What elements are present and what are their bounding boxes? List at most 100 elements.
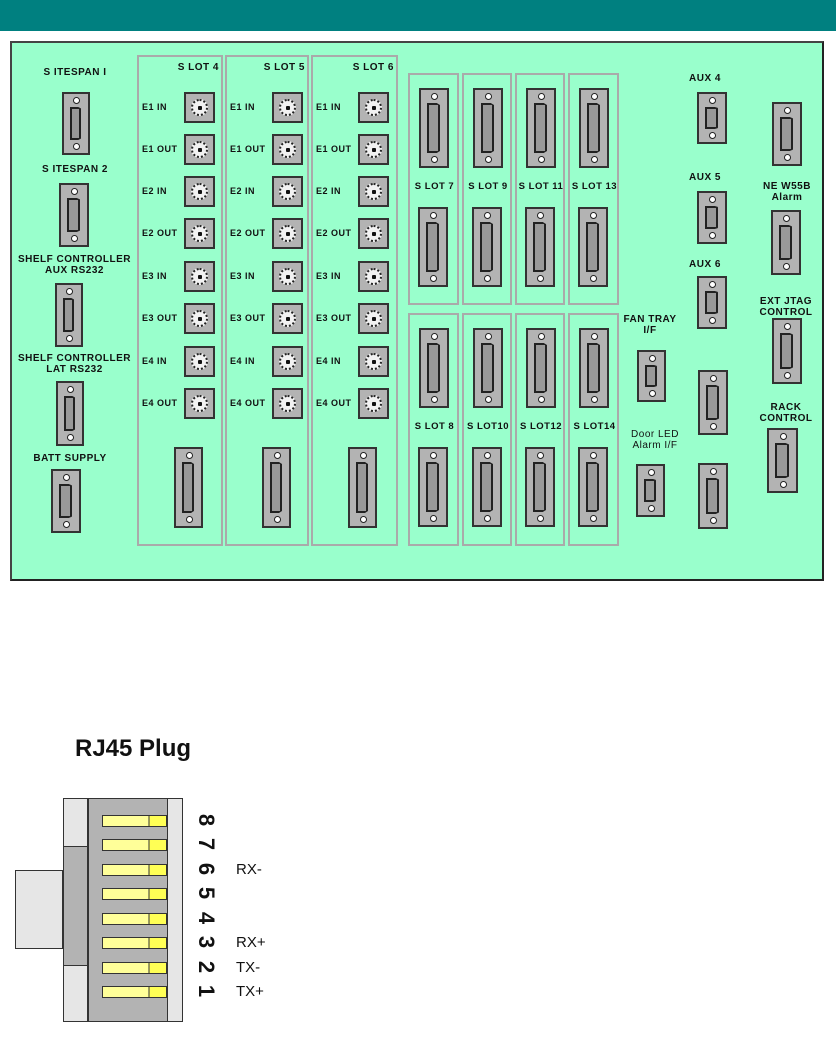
port-label: E4 IN [316,356,342,366]
dsub-connector[interactable] [579,88,609,168]
port-label: E4 OUT [230,398,266,408]
dsub-connector[interactable] [473,328,503,408]
coax-connector[interactable] [358,303,389,334]
dsub-connector[interactable] [418,207,448,287]
coax-connector[interactable] [184,346,215,377]
connector-sitespan2[interactable] [59,183,89,247]
rj45-pin-signal: RX- [236,861,262,878]
dsub-connector[interactable] [262,447,291,528]
coax-ring [191,99,208,116]
dsub-connector[interactable] [526,88,556,168]
connector-batt-supply[interactable] [51,469,81,533]
slot-label: S LOT10 [466,421,510,432]
rj45-title: RJ45 Plug [75,735,192,762]
coax-connector[interactable] [358,261,389,292]
connector-fan-tray[interactable] [637,350,666,402]
label-shelf-lat-line1: SHELF CONTROLLER [18,353,131,364]
coax-connector[interactable] [184,134,215,165]
coax-connector[interactable] [272,388,303,419]
slot-column [408,73,459,305]
coax-ring [365,395,382,412]
rj45-pin-number: 8 [194,813,219,827]
coax-connector[interactable] [272,176,303,207]
coax-connector[interactable] [272,218,303,249]
dsub-connector[interactable] [579,328,609,408]
connector-sitespan1[interactable] [62,92,90,155]
connector-ne-w55b-alarm[interactable] [771,210,801,275]
label-aux6: AUX 6 [689,259,721,270]
coax-connector[interactable] [358,92,389,123]
connector-aux5[interactable] [697,191,727,244]
dsub-connector[interactable] [525,447,555,527]
coax-connector[interactable] [184,303,215,334]
rj45-pin-contact [102,839,167,851]
dsub-connector[interactable] [419,88,449,168]
coax-connector[interactable] [272,346,303,377]
dsub-connector[interactable] [418,447,448,527]
coax-ring [279,395,296,412]
rj45-pin-number: 2 [194,960,219,974]
coax-connector[interactable] [184,218,215,249]
dsub-connector[interactable] [419,328,449,408]
connector-ext-jtag[interactable] [772,318,802,384]
dsub-connector[interactable] [578,447,608,527]
slot-label: S LOT 9 [468,181,508,192]
port-label: E3 OUT [230,313,266,323]
coax-connector[interactable] [272,134,303,165]
label-aux4: AUX 4 [689,73,721,84]
label-fan-tray-line2: I/F [643,325,657,336]
label-ne-w55b-line1: NE W55B [763,181,811,192]
connector-aux6[interactable] [697,276,727,329]
port-label: E1 IN [316,102,342,112]
dsub-connector[interactable] [526,328,556,408]
dsub-connector[interactable] [473,88,503,168]
slot-column [462,313,512,546]
coax-connector[interactable] [184,176,215,207]
coax-connector[interactable] [272,92,303,123]
label-batt-supply: BATT SUPPLY [33,453,107,464]
rj45-pin-contact [102,864,167,876]
connector-shelf-aux[interactable] [55,283,83,347]
coax-connector[interactable] [358,346,389,377]
slot-label: S LOT12 [519,421,563,432]
connector-door-led[interactable] [636,464,665,517]
port-label: E2 IN [230,186,256,196]
label-rack-control-line2: CONTROL [759,413,813,424]
connector-unlabeled-1[interactable] [698,370,728,435]
coax-connector[interactable] [272,261,303,292]
coax-ring [191,353,208,370]
dsub-connector[interactable] [174,447,203,528]
coax-ring [191,395,208,412]
dsub-connector[interactable] [578,207,608,287]
connector-aux4[interactable] [697,92,727,144]
coax-ring [279,99,296,116]
coax-connector[interactable] [358,218,389,249]
slot-title: S LOT 6 [352,62,394,73]
connector-shelf-lat[interactable] [56,381,84,446]
connector-unlabeled-2[interactable] [698,463,728,529]
coax-connector[interactable] [184,261,215,292]
label-rack-control-line1: RACK [770,402,802,413]
connector-rack-control[interactable] [767,428,798,493]
coax-connector[interactable] [184,388,215,419]
rj45-pin-contact [102,937,167,949]
coax-connector[interactable] [184,92,215,123]
coax-ring [279,268,296,285]
rj45-pin-contact [102,888,167,900]
coax-connector[interactable] [358,388,389,419]
connector-ne-w55b-top[interactable] [772,102,802,166]
port-label: E2 IN [142,186,168,196]
rj45-pin-number: 4 [194,911,219,925]
dsub-connector[interactable] [348,447,377,528]
rj45-pin-number: 7 [194,837,219,851]
dsub-connector[interactable] [525,207,555,287]
coax-connector[interactable] [358,176,389,207]
dsub-connector[interactable] [472,207,502,287]
label-fan-tray-line1: FAN TRAY [623,314,677,325]
dsub-connector[interactable] [472,447,502,527]
coax-connector[interactable] [358,134,389,165]
slot-label: S LOT 13 [571,181,618,192]
label-aux5: AUX 5 [689,172,721,183]
coax-ring [365,141,382,158]
coax-connector[interactable] [272,303,303,334]
